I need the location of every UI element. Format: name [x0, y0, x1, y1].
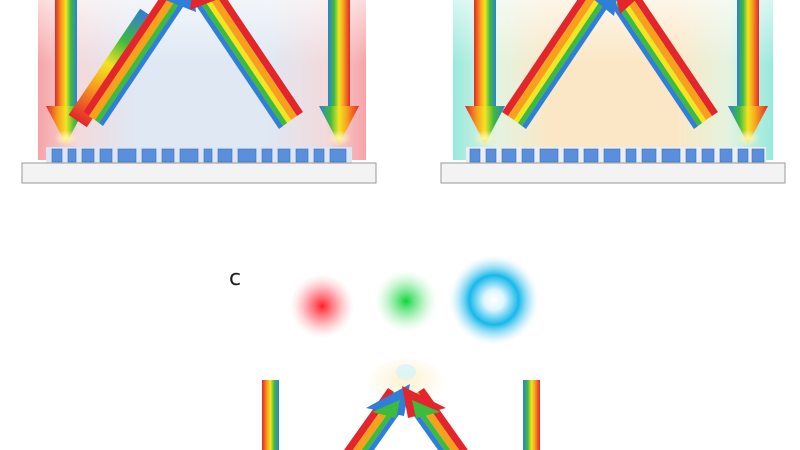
diagonal-arrow-icon — [502, 0, 617, 129]
diagonal-arrow-icon — [344, 384, 410, 450]
blue-focal-spot — [449, 255, 539, 345]
down-arrow-icon — [319, 0, 359, 144]
green-focal-spot — [375, 270, 437, 332]
panel-b-metasurface — [466, 147, 766, 164]
diagonal-arrow-icon — [402, 386, 468, 450]
down-arrow-icon — [523, 380, 540, 450]
panel-a-substrate — [21, 162, 377, 184]
panel-c — [262, 255, 540, 450]
red-focal-spot — [290, 274, 354, 338]
down-arrow-icon — [728, 0, 768, 144]
panel-a — [21, 0, 377, 184]
panel-b-substrate — [440, 162, 786, 184]
panel-c-label: c — [229, 266, 242, 291]
down-arrow-icon — [465, 0, 505, 144]
down-arrow-icon — [262, 380, 279, 450]
diagonal-arrow-icon — [190, 0, 303, 129]
panel-a-metasurface — [46, 147, 352, 164]
panel-b — [440, 0, 786, 184]
diagonal-arrow-icon — [612, 0, 718, 129]
diagonal-arrow-icon — [83, 0, 196, 126]
